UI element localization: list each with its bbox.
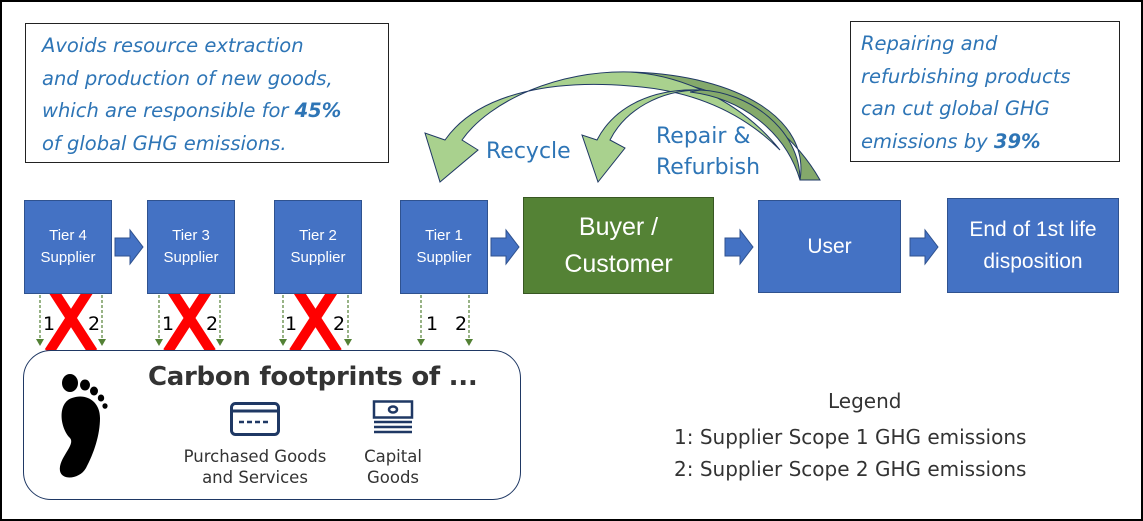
callout-right-highlight: 39% (993, 129, 1041, 153)
end-of-life-label-line-1: End of 1st life (969, 217, 1097, 241)
repair-arrow-back (689, 89, 801, 181)
credit-card-icon (230, 402, 280, 436)
purchased-goods-label: Purchased Goods and Services (170, 446, 340, 488)
callout-repair-refurbish: Repairing and refurbishing products can … (850, 21, 1120, 162)
banknote-stack-icon (372, 400, 414, 434)
purchased-goods-line-1: Purchased Goods (183, 447, 327, 466)
carbon-footprint-panel (23, 350, 521, 500)
tier-4-scope-2: 2 (88, 313, 101, 335)
tier-2-scope-2: 2 (333, 313, 346, 335)
legend-item-scope-2: 2: Supplier Scope 2 GHG emissions (674, 457, 1027, 481)
footprint-title: Carbon footprints of ... (148, 362, 478, 392)
callout-right-line-3: can cut global GHG (861, 97, 1050, 120)
tier-1-scope-2-arrow-head (465, 339, 473, 346)
tier-3-sublabel: Supplier (163, 249, 219, 266)
tier-3-scope-2-arrow-head (216, 339, 224, 346)
legend-title: Legend (828, 389, 902, 413)
tier-2-scope-1: 1 (285, 313, 298, 335)
tier-4-sublabel: Supplier (40, 249, 96, 266)
end-of-life-label-line-2: disposition (983, 249, 1083, 273)
buyer-label-line-2: Customer (564, 249, 673, 278)
callout-right-line-1: Repairing and (861, 32, 998, 55)
tier-3-label: Tier 3 (172, 227, 210, 244)
capital-goods-line-2: Goods (366, 468, 420, 487)
tier-1-scope-1: 1 (426, 313, 439, 335)
repair-arrow (581, 89, 801, 184)
callout-left-line-1: Avoids resource extraction (42, 34, 304, 57)
callout-right-line-4: emissions by 39% (861, 126, 1119, 159)
capital-goods-label: Capital Goods (348, 446, 438, 488)
callout-left-highlight: 45% (294, 99, 342, 122)
tier-3-scope-1-arrow-head (155, 339, 163, 346)
recycle-arrow-body (424, 71, 781, 183)
tier-2-scope-1-arrow-head (279, 339, 287, 346)
repair-arrow-body (581, 89, 701, 184)
tier-4-supplier-box: Tier 4 Supplier (24, 200, 112, 294)
tier-4-label: Tier 4 (49, 227, 87, 244)
capital-goods-line-1: Capital (364, 447, 422, 466)
footprint-icon (59, 374, 108, 478)
tier-4-excluded-cross-icon (44, 281, 98, 355)
purchased-goods-line-2: and Services (202, 468, 308, 487)
flow-arrow-user-to-end (909, 228, 939, 266)
legend-item-scope-1: 1: Supplier Scope 1 GHG emissions (674, 425, 1027, 449)
tier-4-scope-2-arrow-head (98, 339, 106, 346)
callout-left-line-3-text: which are responsible for (42, 99, 295, 122)
tier-3-scope-1: 1 (162, 313, 175, 335)
tier-4-scope-1-arrow-head (36, 339, 44, 346)
tier-3-supplier-box: Tier 3 Supplier (147, 200, 235, 294)
user-label: User (807, 234, 852, 258)
recycle-label: Recycle (486, 139, 571, 164)
tier-2-label: Tier 2 (299, 227, 337, 244)
tier-2-sublabel: Supplier (290, 249, 346, 266)
buyer-label-line-1: Buyer / (578, 212, 659, 241)
end-of-life-box: End of 1st life disposition (947, 198, 1119, 293)
tier-1-supplier-box: Tier 1 Supplier (400, 200, 488, 294)
tier-1-sublabel: Supplier (416, 249, 472, 266)
buyer-customer-box: Buyer / Customer (523, 197, 714, 294)
flow-arrow-tier1-to-buyer (490, 228, 520, 266)
tier-4-scope-1: 1 (43, 313, 56, 335)
tier-3-excluded-cross-icon (163, 281, 216, 355)
callout-left-line-3: which are responsible for 45% (42, 95, 388, 128)
recycle-arrow (424, 71, 821, 183)
repair-label-line-1: Repair & (656, 124, 751, 149)
tier-1-scope-1-arrow-head (417, 339, 425, 346)
tier-1-label: Tier 1 (425, 227, 463, 244)
callout-left-line-2: and production of new goods, (42, 66, 333, 90)
callout-right-line-2: refurbishing products (861, 64, 1071, 88)
callout-resource-extraction: Avoids resource extraction and productio… (25, 23, 389, 163)
tier-2-scope-2-arrow-head (344, 339, 352, 346)
tier-3-scope-2: 2 (206, 313, 219, 335)
callout-left-line-4: of global GHG emissions. (42, 131, 287, 155)
callout-right-line-4-text: emissions by (861, 129, 994, 153)
repair-label-line-2: Refurbish (656, 155, 761, 180)
flow-arrow-buyer-to-user (724, 228, 754, 266)
user-box: User (758, 200, 901, 293)
flow-arrow-tier4-to-tier3 (114, 228, 144, 266)
tier-2-excluded-cross-icon (289, 281, 342, 355)
tier-1-scope-2: 2 (455, 313, 468, 335)
tier-2-supplier-box: Tier 2 Supplier (274, 200, 362, 294)
